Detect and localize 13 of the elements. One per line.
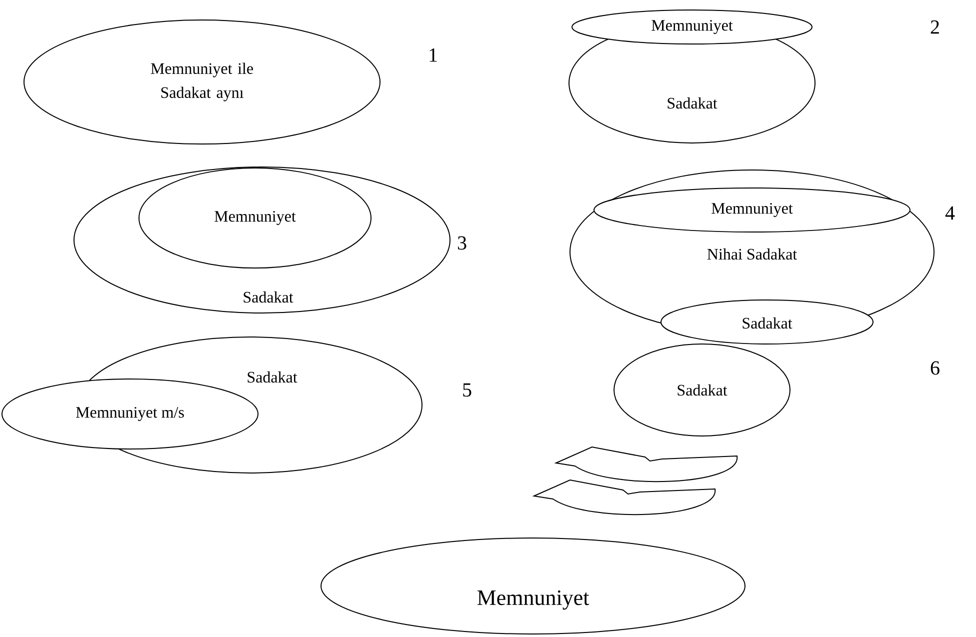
ellipse-node: Memnuniyet ile Sadakat aynı: [24, 20, 380, 144]
ellipse-node: Sadakat: [660, 300, 874, 344]
ellipse-node: Memnuniyet: [320, 538, 746, 634]
ellipse-node: Memnuniyet: [138, 168, 372, 268]
panel-number: 6: [930, 361, 940, 375]
panel-number: 1: [430, 48, 437, 62]
panel-number: 3: [458, 236, 466, 250]
panel-number: 2: [930, 20, 939, 34]
panel-number: 4: [945, 206, 955, 220]
panel-number: 5: [463, 383, 472, 397]
ellipse-node: Sadakat: [614, 344, 790, 436]
ellipse-node: Memnuniyet: [572, 10, 812, 44]
ellipse-node: Memnuniyet: [594, 188, 911, 232]
